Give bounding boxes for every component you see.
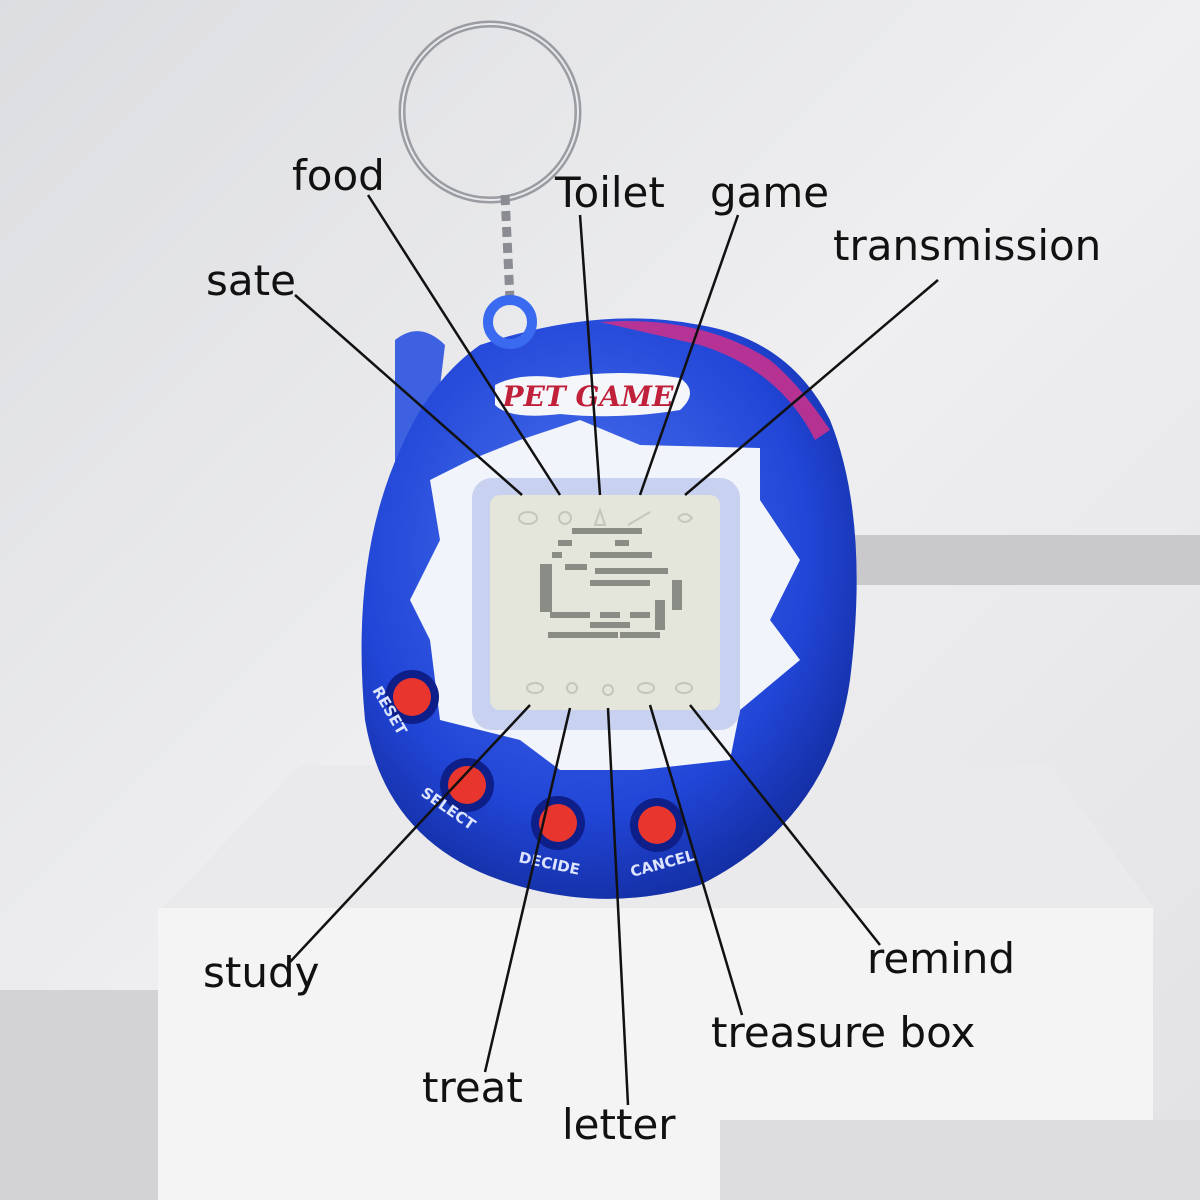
keyring-icon bbox=[398, 20, 582, 301]
label-toilet: Toilet bbox=[554, 168, 665, 217]
line-treat bbox=[483, 707, 572, 1073]
decide-button[interactable] bbox=[531, 796, 585, 850]
label-treasure-box: treasure box bbox=[711, 1008, 975, 1057]
line-transmission bbox=[684, 279, 939, 496]
label-game: game bbox=[710, 168, 829, 217]
ring-loop bbox=[483, 295, 537, 349]
pink-accent bbox=[600, 321, 830, 440]
line-sate bbox=[294, 294, 523, 496]
line-toilet bbox=[578, 214, 602, 496]
line-study bbox=[289, 704, 531, 963]
line-treasure-box bbox=[648, 704, 744, 1016]
lcd-screen bbox=[490, 495, 720, 710]
svg-text:PET GAME: PET GAME bbox=[502, 380, 675, 413]
label-treat: treat bbox=[422, 1063, 523, 1112]
line-remind bbox=[689, 704, 881, 946]
pet-game-device: PET GAME RESET SELECT DECIDE CANCEL bbox=[361, 295, 857, 899]
screen-menu-icons bbox=[518, 506, 694, 696]
line-food bbox=[366, 194, 562, 496]
label-study: study bbox=[203, 948, 319, 997]
reset-button[interactable] bbox=[385, 670, 439, 724]
leader-lines bbox=[289, 194, 939, 1106]
pixel-pet-icon bbox=[540, 528, 682, 638]
label-transmission: transmission bbox=[833, 221, 1101, 270]
label-letter: letter bbox=[562, 1100, 676, 1149]
line-game bbox=[638, 214, 740, 496]
label-remind: remind bbox=[867, 934, 1015, 983]
shelf-back bbox=[840, 535, 1200, 585]
cancel-button[interactable] bbox=[630, 798, 684, 852]
step-left bbox=[0, 990, 160, 1200]
step-right bbox=[720, 1120, 1200, 1200]
line-letter bbox=[606, 707, 630, 1106]
select-button[interactable] bbox=[440, 758, 494, 812]
label-food: food bbox=[292, 151, 385, 200]
label-sate: sate bbox=[206, 256, 296, 305]
